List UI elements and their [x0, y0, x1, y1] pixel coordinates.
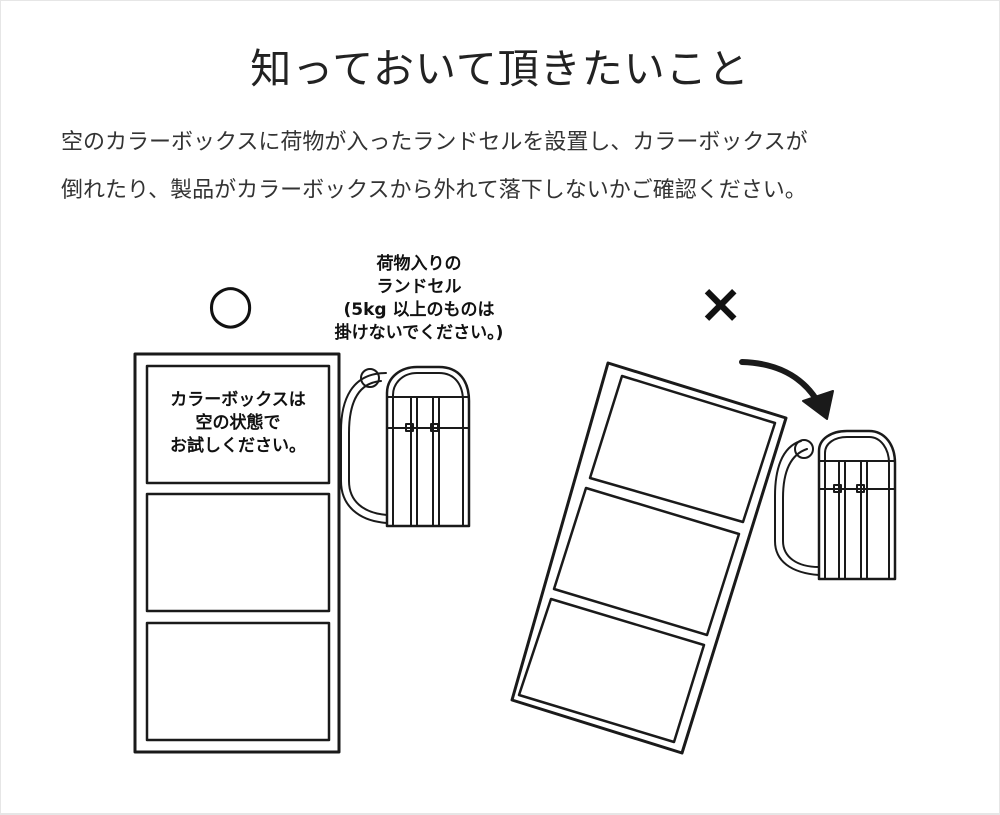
randoseru-bad-icon	[774, 429, 897, 581]
randoseru-strap	[340, 372, 388, 524]
ng-mark-icon: ×	[698, 272, 744, 335]
color-box-label-line-3: お試しください。	[170, 436, 306, 456]
randoseru-body	[385, 365, 471, 528]
randoseru-falling-body	[817, 429, 897, 581]
color-box-tilted-shelf-2	[552, 486, 741, 637]
description-line-1: 空のカラーボックスに荷物が入ったランドセルを設置し、カラーボックスが	[61, 130, 808, 155]
color-box-outer-frame	[133, 352, 341, 754]
color-box-label: カラーボックスは 空の状態で お試しください。	[147, 389, 329, 458]
randoseru-falling-strap	[774, 440, 820, 576]
randoseru-hook	[360, 368, 380, 388]
randoseru-label-line-4: 掛けないでください。)	[334, 323, 504, 343]
randoseru-label: 荷物入りの ランドセル (5kg 以上のものは 掛けないでください。)	[301, 253, 537, 345]
color-box-tilted-shelf-1	[588, 374, 777, 524]
description-line-2: 倒れたり、製品がカラーボックスから外れて落下しないかご確認ください。	[61, 178, 807, 203]
color-box-shelf-1	[145, 364, 331, 485]
randoseru-label-line-1: 荷物入りの	[376, 254, 462, 274]
randoseru-good-icon	[340, 365, 471, 528]
color-box-tilted	[510, 361, 788, 755]
description: 空のカラーボックスに荷物が入ったランドセルを設置し、カラーボックスが 倒れたり、…	[61, 119, 961, 215]
page-title: 知っておいて頂きたいこと	[250, 45, 750, 93]
randoseru-falling-hook	[794, 439, 814, 459]
color-box-tilted-shelf-3	[517, 597, 706, 744]
color-box-tilted-outer-frame	[510, 361, 788, 755]
color-box-label-line-2: 空の状態で	[195, 413, 281, 433]
randoseru-label-line-3: (5kg 以上のものは	[343, 300, 495, 320]
color-box-shelf-3	[145, 621, 331, 742]
color-box-label-line-1: カラーボックスは	[170, 390, 306, 410]
ok-mark-icon: ○	[207, 272, 255, 335]
color-box-shelf-2	[145, 492, 331, 613]
randoseru-label-line-2: ランドセル	[376, 277, 462, 297]
falling-arrow-icon	[739, 359, 834, 420]
color-box-upright	[133, 352, 341, 754]
